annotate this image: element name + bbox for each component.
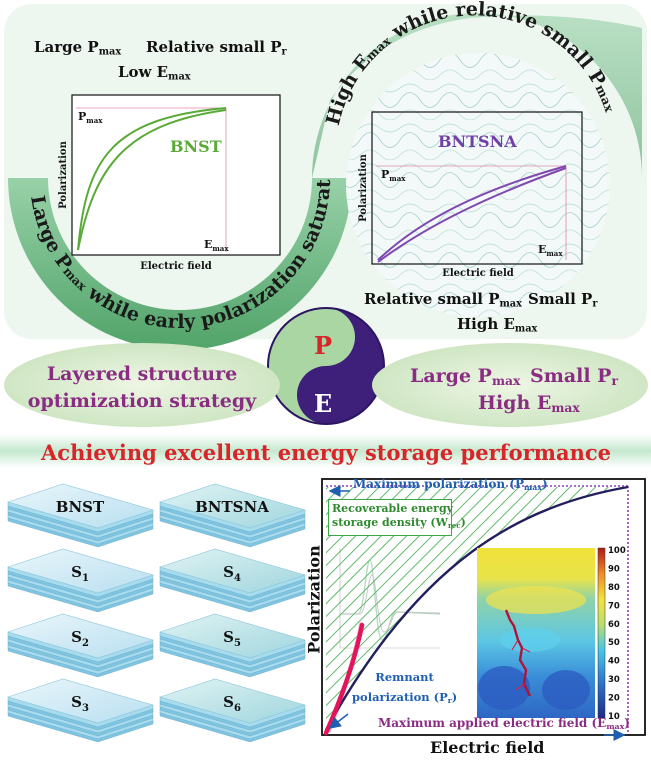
bntsna-loop-curve-lower xyxy=(377,167,567,263)
bntsna-note-small-pmax: Relative small Pmax xyxy=(364,290,522,310)
right-marble-texture xyxy=(346,53,610,317)
bntsna-xlabel: Electric field xyxy=(442,268,514,279)
layer-stack-s6: S6 xyxy=(158,678,307,743)
layer-stack-label: S5 xyxy=(223,628,241,649)
remnant-annotation: Remnant polarization (Pr) xyxy=(352,667,457,711)
bnst-xlabel: Electric field xyxy=(140,261,212,272)
layer-stack-s5: S5 xyxy=(158,613,307,678)
layer-stack-label: S1 xyxy=(71,563,89,584)
slab-top-face xyxy=(6,483,155,529)
bnst-emax-label: Emax xyxy=(204,238,229,253)
colorbar-ticks: 100 90 80 70 60 50 40 30 20 10 xyxy=(608,546,626,722)
bntsna-ylabel: Polarization xyxy=(358,153,369,222)
left-arc-ribbon xyxy=(8,178,352,350)
layer-stack-s1: S1 xyxy=(6,548,155,613)
colorbar-tick-label: 40 xyxy=(608,657,620,667)
main-plot-xlabel: Electric field xyxy=(430,738,545,757)
layer-stack-label: S4 xyxy=(223,563,241,584)
colorbar-tick-label: 90 xyxy=(608,564,620,574)
slab-top-face xyxy=(158,483,307,529)
bntsna-emax-label: Emax xyxy=(538,243,563,258)
layer-stack-label: BNST xyxy=(56,498,105,516)
layer-stack-s4: S4 xyxy=(158,548,307,613)
slab-top-face xyxy=(158,678,307,724)
bntsna-pmax-label: Pmax xyxy=(381,168,406,183)
left-strategy-oval xyxy=(4,343,280,427)
right-property-oval xyxy=(372,343,648,427)
bnst-note-low-emax: Low Emax xyxy=(118,63,191,83)
colorbar-tick-label: 10 xyxy=(608,712,620,722)
layer-stack-label: S6 xyxy=(223,693,241,714)
layer-stack-label: S2 xyxy=(71,628,89,649)
bntsna-plot xyxy=(371,111,583,265)
bnst-loop-curve-upper xyxy=(77,107,227,251)
bnst-note-large-pmax: Large Pmax xyxy=(34,38,122,58)
layer-stack-label: S3 xyxy=(71,693,89,714)
bntsna-plot-frame xyxy=(371,111,583,265)
colorbar-tick-label: 80 xyxy=(608,583,620,593)
remnant-line-1: Remnant xyxy=(375,670,434,684)
wrec-line-2: storage density (Wrec) xyxy=(332,516,466,530)
yin-yang-e-letter: E xyxy=(314,389,332,418)
main-plot-ylabel: Polarization xyxy=(304,545,324,654)
right-arc-ribbon xyxy=(312,13,642,179)
layer-stack-label: BNTSNA xyxy=(195,498,269,516)
recoverable-energy-hatch xyxy=(326,487,628,730)
slab-top-face xyxy=(158,613,307,659)
colorbar-tick-label: 20 xyxy=(608,694,620,704)
slab-top-face xyxy=(158,548,307,594)
pmax-annotation: Maximum polarization (Pmax) xyxy=(353,477,548,492)
colorbar-tick-label: 70 xyxy=(608,601,620,611)
bnst-ylabel: Polarization xyxy=(58,140,69,209)
colorbar xyxy=(597,547,606,719)
slab-top-face xyxy=(6,613,155,659)
remnant-line-2: polarization (Pr) xyxy=(352,690,458,705)
emax-annotation: Maximum applied electric field (Emax) xyxy=(378,716,630,731)
wrec-line-1: Recoverable energy xyxy=(332,502,454,515)
property-large-pmax: Large Pmax xyxy=(410,365,521,389)
colorbar-tick-label: 60 xyxy=(608,620,620,630)
layer-stack-s2: S2 xyxy=(6,613,155,678)
bntsna-plot-label: BNTSNA xyxy=(438,132,517,151)
bnst-plot xyxy=(71,94,281,256)
bnst-note-small-pr: Relative small Pr xyxy=(146,38,287,58)
colorbar-tick-label: 50 xyxy=(608,638,620,648)
banner-band xyxy=(0,434,651,468)
yin-yang-purple-half xyxy=(297,308,384,424)
property-high-emax: High Emax xyxy=(478,392,580,416)
bnst-loop-curve-lower xyxy=(77,109,227,251)
yin-yang-p-letter: P xyxy=(314,331,332,360)
phase-field-heatmap xyxy=(477,548,595,718)
slab-top-face xyxy=(6,548,155,594)
pr-arrow xyxy=(328,713,349,729)
bntsna-note-small-pr: Small Pr xyxy=(528,290,598,310)
discharge-curve xyxy=(324,485,629,731)
bnst-pmax-label: Pmax xyxy=(78,110,103,125)
bnst-plot-label: BNST xyxy=(170,137,222,156)
colorbar-tick-label: 30 xyxy=(608,675,620,685)
bntsna-loop-curve-upper xyxy=(377,165,567,261)
layer-stack-s3: S3 xyxy=(6,678,155,743)
strategy-line-2: optimization strategy xyxy=(28,390,257,412)
layer-stack-bnst: BNST xyxy=(6,483,155,548)
banner-text: Achieving excellent energy storage perfo… xyxy=(40,440,611,465)
wrec-annotation: Recoverable energy storage density (Wrec… xyxy=(328,499,466,536)
layer-stack-bntsna: BNTSNA xyxy=(158,483,307,548)
strategy-line-1: Layered structure xyxy=(47,363,237,385)
yin-yang-symbol xyxy=(267,307,385,425)
colorbar-tick-label: 100 xyxy=(608,546,626,556)
bntsna-note-high-emax: High Emax xyxy=(457,315,538,335)
property-small-pr: Small Pr xyxy=(530,365,618,389)
slab-top-face xyxy=(6,678,155,724)
